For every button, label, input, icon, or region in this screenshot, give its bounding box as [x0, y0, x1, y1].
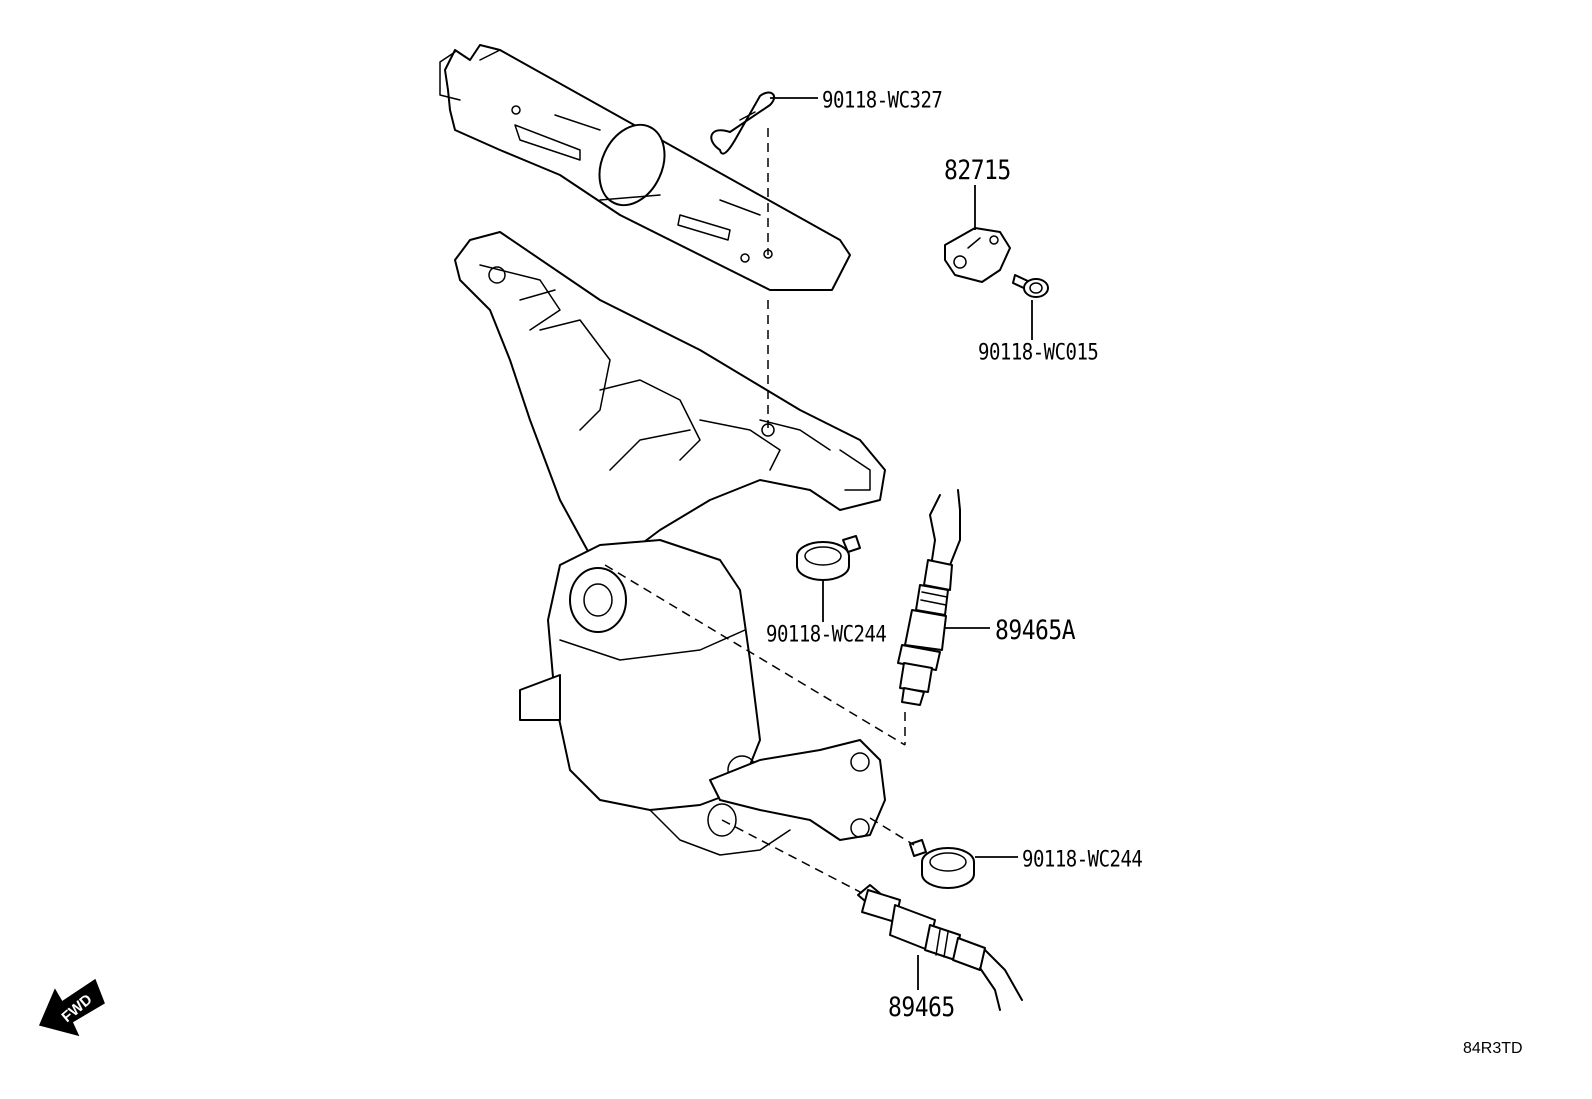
callout-clamp-upper: 90118-WC244	[766, 622, 887, 648]
outlet-flange	[707, 739, 886, 841]
catalytic-converter	[519, 539, 791, 856]
callout-bolt: 90118-WC015	[978, 340, 1099, 366]
exhaust-manifold	[454, 231, 886, 561]
o2-sensor-lower	[857, 884, 1023, 1011]
o2-sensor-upper	[897, 489, 961, 706]
drawing-id: 84R3TD	[1463, 1040, 1523, 1057]
callout-bracket: 82715	[944, 156, 1011, 186]
clamp-upper-icon	[796, 535, 861, 581]
callout-sensor-upper: 89465A	[995, 616, 1076, 646]
manifold-heat-insulator	[439, 44, 851, 291]
clip-icon	[710, 91, 776, 155]
callout-sensor-lower: 89465	[888, 993, 955, 1023]
callout-clip-top: 90118-WC327	[822, 88, 943, 114]
fwd-arrow-icon	[38, 978, 105, 1037]
bolt-icon	[1012, 274, 1049, 298]
callout-clamp-lower: 90118-WC244	[1022, 847, 1143, 873]
clamp-lower-icon	[909, 839, 975, 889]
bracket-icon	[944, 227, 1011, 283]
